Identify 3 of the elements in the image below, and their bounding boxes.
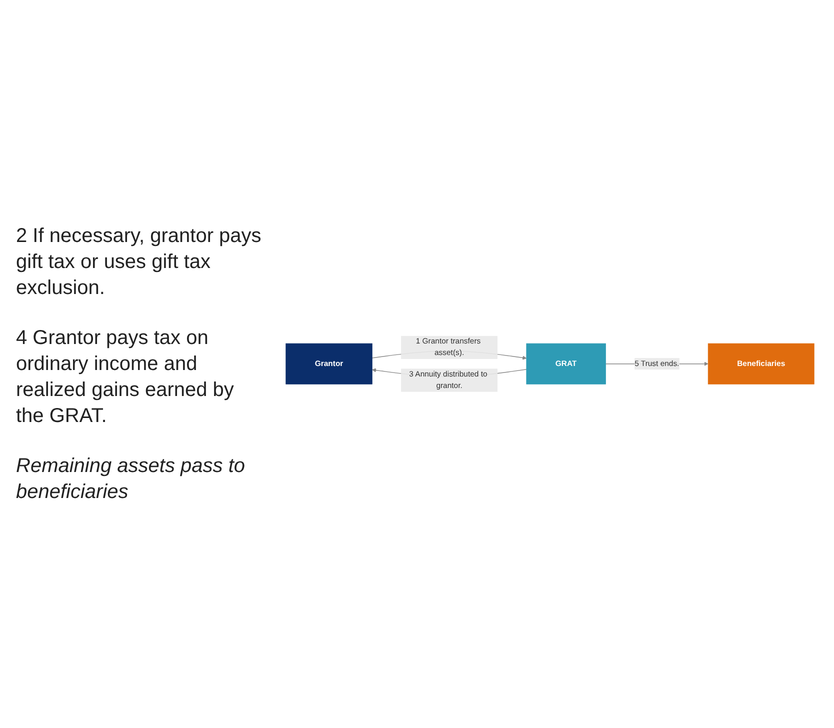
note-text: Remaining assets pass to beneficiaries — [16, 454, 246, 505]
step-text: 4 Grantor pays tax on ordinary income and realized gains earned by the GRAT. — [16, 326, 235, 429]
step-text: 2 If necessary, grantor pays gift tax or uses gift tax exclusion. — [16, 224, 262, 301]
